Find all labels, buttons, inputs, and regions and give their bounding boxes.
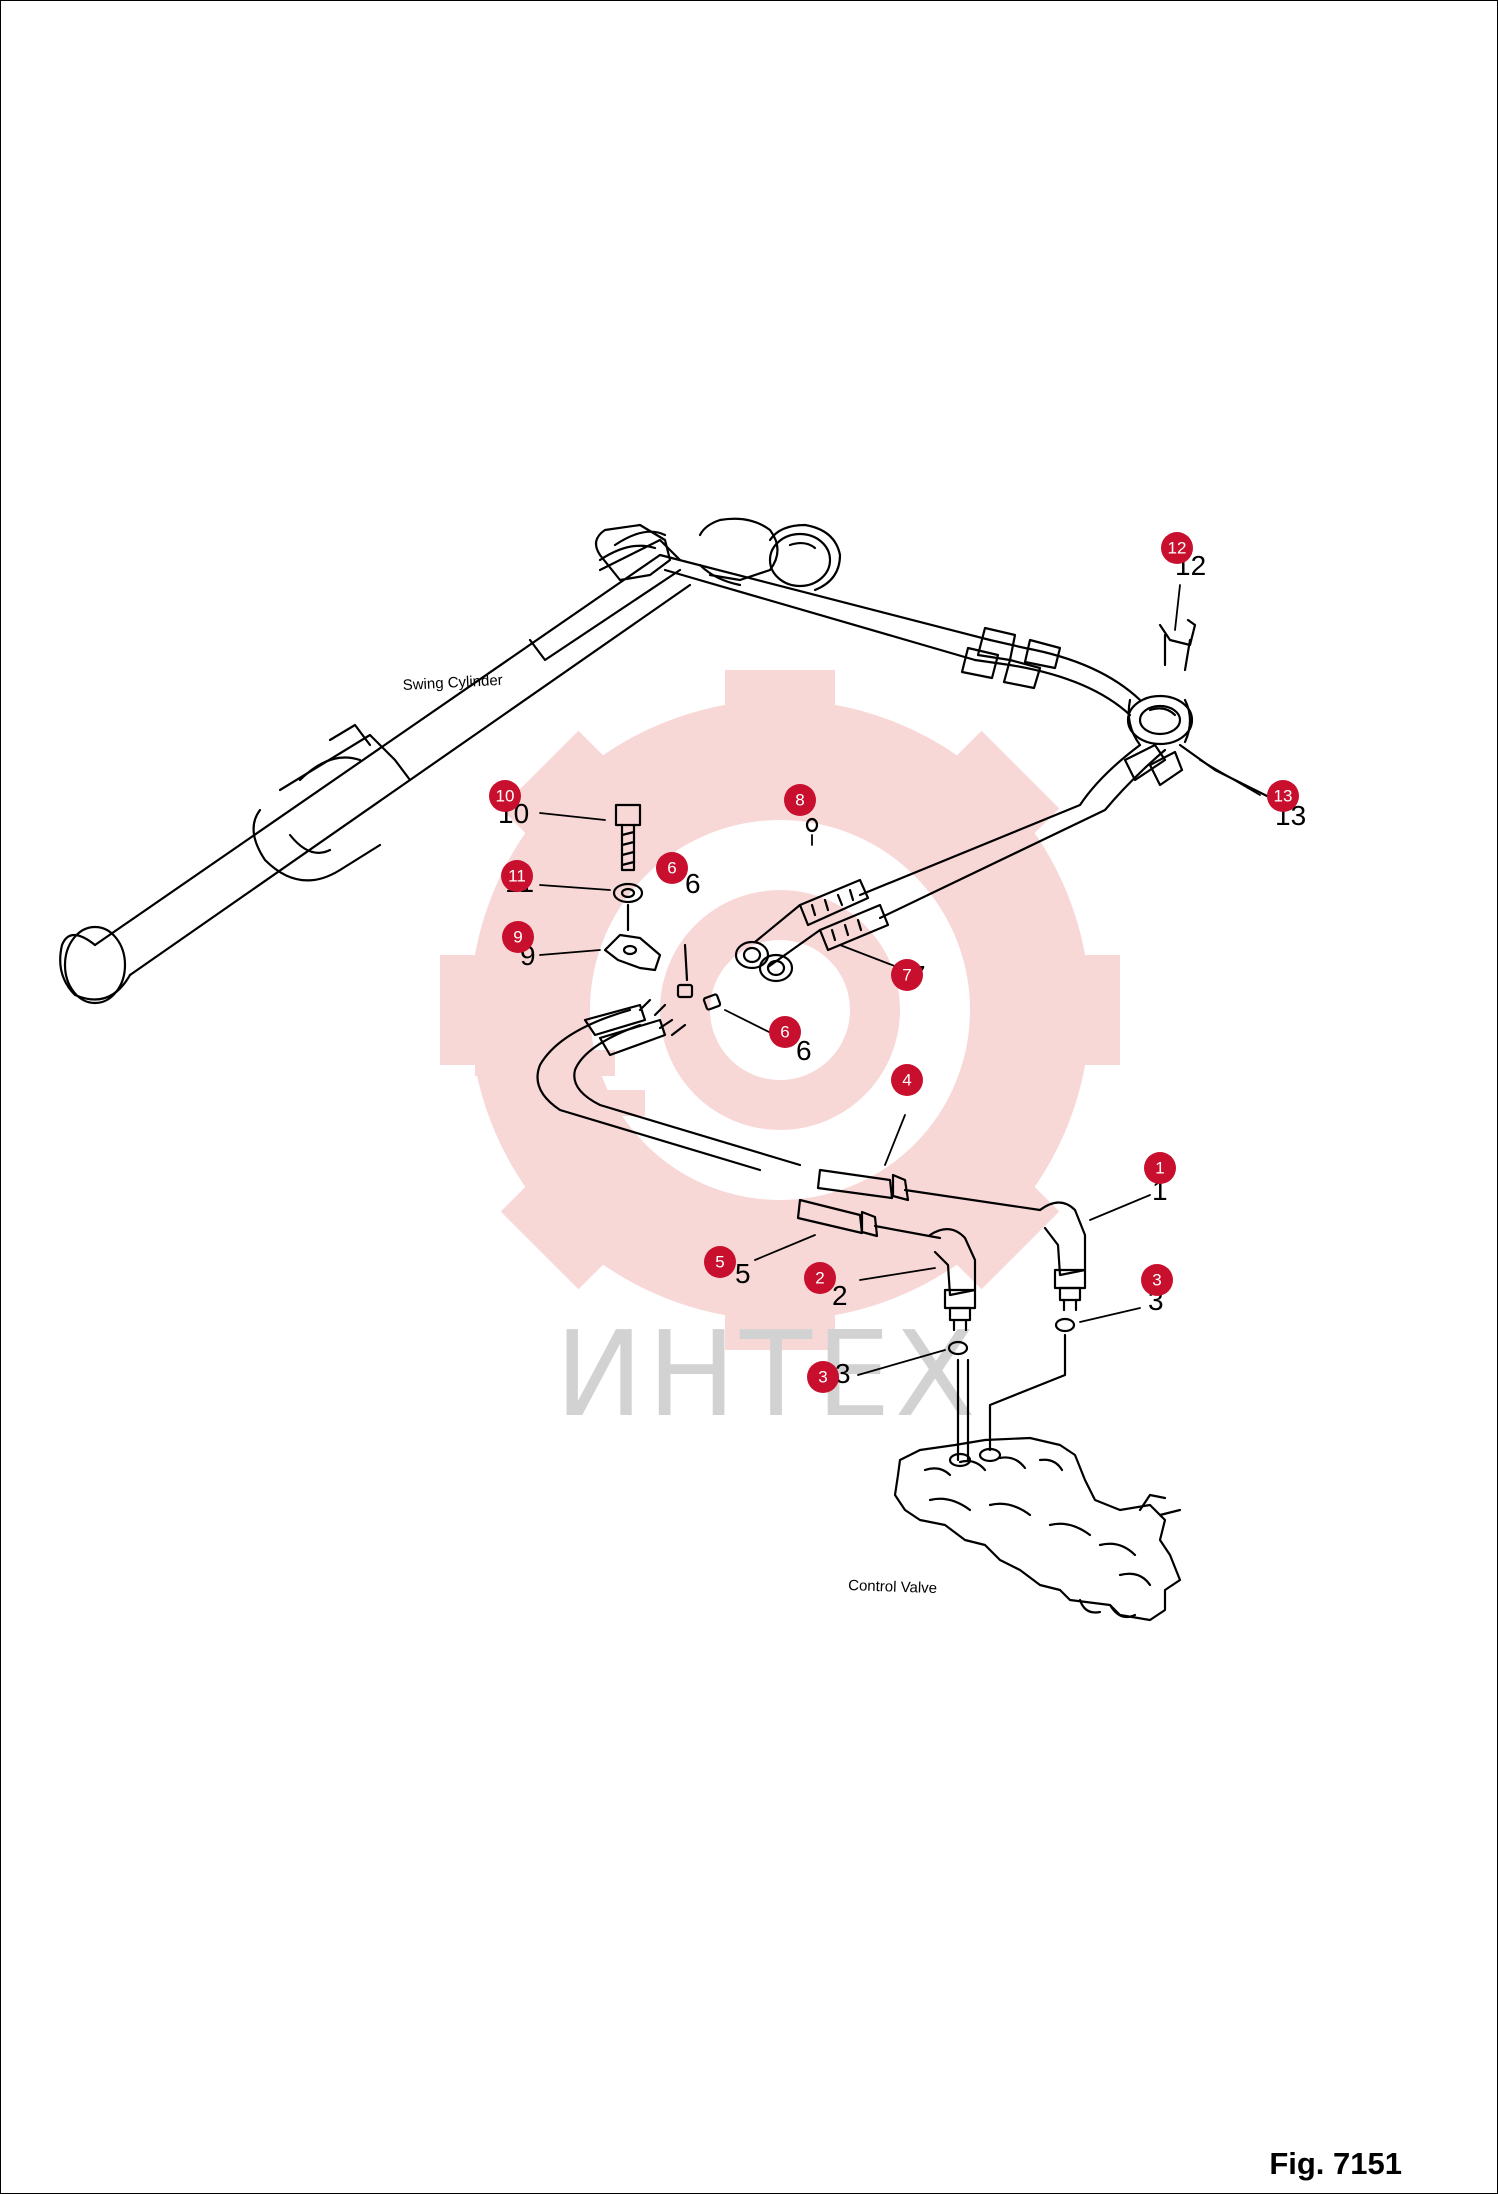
svg-text:11: 11 [508,867,526,886]
svg-text:3: 3 [835,1358,851,1389]
callout-badge-9[interactable]: 9 [502,921,534,953]
control-valve-label: Control Valve [848,1577,937,1597]
swing-cylinder [59,530,692,1005]
svg-text:6: 6 [796,1035,812,1066]
callout-badges: 12 13 10 8 11 6 9 7 6 4 1 5 2 3 3 [489,532,1299,1393]
cylinder-head [594,517,842,592]
svg-text:6: 6 [780,1023,789,1042]
o-ring-3-right [1054,1317,1076,1333]
washer-11 [612,882,644,904]
svg-text:4: 4 [902,1071,911,1090]
svg-text:6: 6 [685,868,701,899]
figure-label: Fig. 7151 [1269,2146,1402,2181]
nut-6-lower [702,993,722,1011]
bolt-10 [614,803,642,872]
callout-badge-3-right[interactable]: 3 [1141,1264,1173,1296]
nut-6-upper [676,943,694,999]
svg-text:9: 9 [513,928,522,947]
svg-text:1: 1 [1155,1159,1164,1178]
callout-badge-7[interactable]: 7 [891,959,923,991]
svg-text:6: 6 [667,859,676,878]
callout-badge-13[interactable]: 13 [1267,780,1299,812]
leader-lines [539,584,1261,1376]
callout-badge-6-lower[interactable]: 6 [769,1016,801,1048]
callout-badge-6-upper[interactable]: 6 [656,852,688,884]
svg-text:13: 13 [1274,787,1293,806]
callout-badge-8[interactable]: 8 [784,784,816,816]
control-valve [893,1436,1182,1622]
elbow-fitting-2 [928,1228,977,1332]
svg-text:3: 3 [1152,1271,1161,1290]
lower-hoses [734,743,1184,983]
watermark-gear [440,670,1120,1350]
callout-badge-11[interactable]: 11 [501,860,533,892]
hose-clamp [1126,618,1277,802]
callout-badge-2[interactable]: 2 [804,1262,836,1294]
callout-badge-5[interactable]: 5 [704,1246,736,1278]
callout-badge-1[interactable]: 1 [1144,1152,1176,1184]
elbow-fitting-1 [1038,1201,1087,1312]
svg-text:5: 5 [735,1258,751,1289]
callout-badge-10[interactable]: 10 [489,780,521,812]
svg-text:7: 7 [902,966,911,985]
svg-text:3: 3 [818,1368,827,1387]
watermark-text: ИНТЕХ [555,1305,979,1443]
clamp-plate-9 [603,933,662,972]
steel-tubes [536,998,1042,1240]
svg-text:2: 2 [832,1280,848,1311]
callout-badge-3-left[interactable]: 3 [807,1361,839,1393]
svg-text:5: 5 [715,1253,724,1272]
o-ring-3-left [947,1340,969,1356]
o-ring-8 [805,817,819,833]
svg-text:2: 2 [815,1269,824,1288]
callout-badge-12[interactable]: 12 [1161,532,1193,564]
svg-text:8: 8 [795,791,804,810]
swing-cylinder-label: Swing Cylinder [402,672,503,694]
main-hoses [658,553,1142,717]
svg-text:12: 12 [1168,539,1187,558]
callout-badge-4[interactable]: 4 [891,1064,923,1096]
svg-text:10: 10 [496,787,515,806]
